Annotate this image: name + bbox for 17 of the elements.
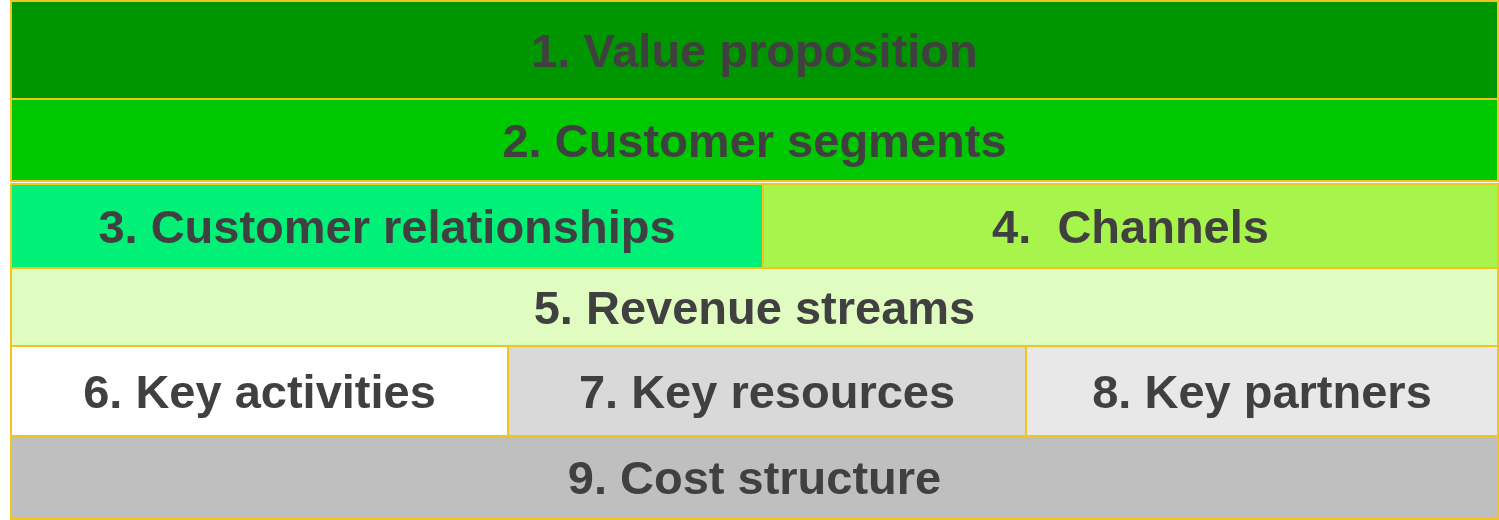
section-label: 7. Key resources: [578, 363, 956, 419]
section-label: 8. Key partners: [1092, 363, 1432, 419]
section-box: [507, 345, 1027, 437]
section-label: 9. Cost structure: [567, 450, 942, 505]
section-label: 3. Customer relationships: [98, 198, 676, 254]
section-label: 2. Customer segments: [502, 112, 1007, 168]
section-box: [10, 98, 1499, 182]
section-label: 1. Value proposition: [531, 22, 978, 78]
section-box: [10, 183, 764, 269]
section-box: [10, 435, 1499, 520]
section-box: [10, 267, 1499, 347]
section-label: 6. Key activities: [83, 363, 436, 419]
section-label: 4. Channels: [992, 198, 1269, 254]
section-box: [10, 0, 1499, 100]
section-box: [762, 183, 1499, 269]
section-label: 5. Revenue streams: [533, 279, 976, 335]
section-box: [1025, 345, 1499, 437]
